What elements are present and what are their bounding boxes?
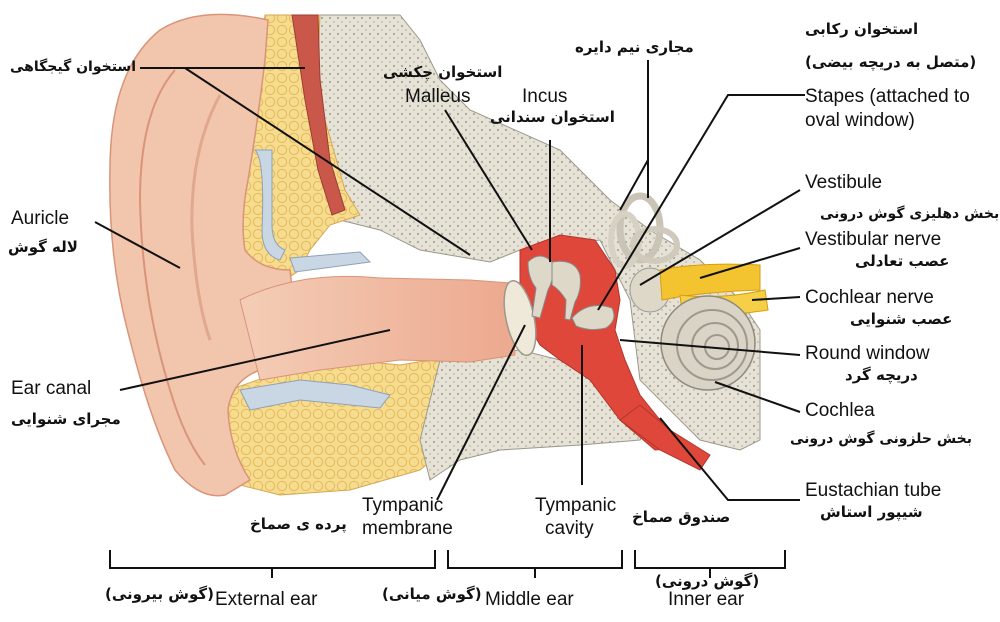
- label-eustachian-fa: شیپور استاش: [820, 503, 923, 521]
- label-vestibular-nerve-en: Vestibular nerve: [805, 229, 941, 251]
- bracket-external: [110, 550, 435, 568]
- label-cochlea-en: Cochlea: [805, 400, 875, 422]
- label-round-window-en: Round window: [805, 343, 930, 365]
- label-ear-canal-fa: مجرای شنوایی: [11, 410, 121, 428]
- label-round-window-fa: دریچه گرد: [845, 366, 918, 384]
- label-inner-fa: (گوش درونی): [655, 572, 759, 590]
- label-stapes-fa-1: استخوان رکابی: [805, 20, 918, 38]
- bracket-middle: [448, 550, 622, 568]
- bracket-inner: [635, 550, 785, 568]
- label-tympanic-membrane-fa: پرده ی صماخ: [250, 515, 347, 533]
- label-auricle-en: Auricle: [11, 208, 69, 230]
- label-external-fa: (گوش بیرونی): [105, 585, 214, 603]
- label-stapes-fa-2: (متصل به دریچه بیضی): [805, 53, 976, 71]
- label-tympanic-cavity-en-1: Tympanic: [535, 495, 616, 517]
- label-eustachian-en: Eustachian tube: [805, 480, 941, 502]
- label-middle-en: Middle ear: [485, 589, 574, 611]
- leader-semicircular-b: [620, 160, 648, 210]
- label-auricle-fa: لاله گوش: [8, 238, 78, 256]
- label-stapes-en-2: oval window): [805, 110, 915, 132]
- label-temporal-fa: استخوان گیجگاهی: [10, 58, 136, 76]
- label-stapes-en-1: Stapes (attached to: [805, 86, 970, 108]
- label-tympanic-cavity-en-2: cavity: [545, 518, 594, 540]
- label-inner-en: Inner ear: [668, 589, 744, 611]
- label-tympanic-membrane-en-2: membrane: [362, 518, 453, 540]
- label-ear-canal-en: Ear canal: [11, 378, 91, 400]
- label-malleus-en: Malleus: [405, 86, 470, 108]
- label-semicircular-fa: مجاری نیم دایره: [575, 38, 694, 56]
- label-malleus-fa: استخوان چکشی: [383, 63, 502, 81]
- label-incus-fa: استخوان سندانی: [490, 108, 615, 126]
- label-cochlear-nerve-fa: عصب شنوایی: [850, 310, 952, 328]
- label-external-en: External ear: [215, 589, 317, 611]
- label-vestibule-en: Vestibule: [805, 172, 882, 194]
- label-vestibule-fa: بخش دهلیزی گوش درونی: [820, 205, 999, 223]
- label-cochlear-nerve-en: Cochlear nerve: [805, 287, 934, 309]
- label-tympanic-cavity-fa: صندوق صماخ: [632, 508, 730, 526]
- label-vestibular-nerve-fa: عصب تعادلی: [855, 252, 949, 270]
- label-cochlea-fa: بخش حلزونی گوش درونی: [790, 430, 972, 448]
- label-incus-en: Incus: [522, 86, 567, 108]
- label-tympanic-membrane-en-1: Tympanic: [362, 495, 443, 517]
- label-middle-fa: (گوش میانی): [382, 585, 482, 603]
